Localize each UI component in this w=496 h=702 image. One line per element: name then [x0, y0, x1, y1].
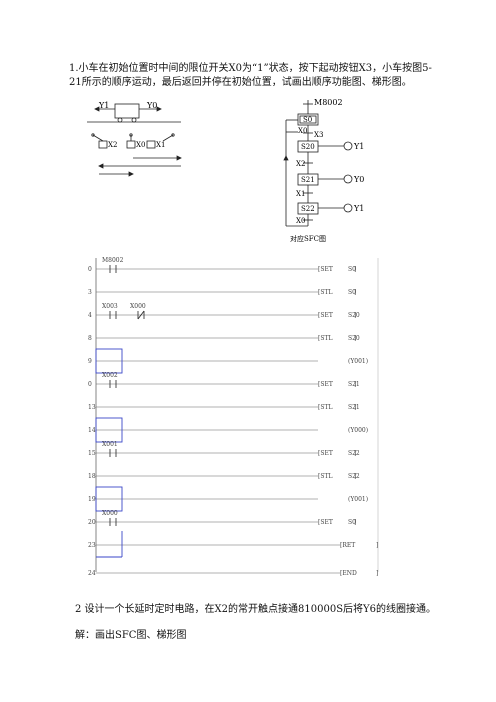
ladder-step-number: 15 [88, 450, 96, 457]
selected-rung-box [95, 417, 123, 443]
sfc-t-x2: X2 [296, 160, 305, 168]
cart-body [114, 103, 140, 119]
ladder-step-number: 8 [88, 335, 92, 342]
instruction-arg: S20 [348, 312, 360, 319]
instruction-arg: S22 [348, 473, 360, 480]
instruction-close: ] [354, 289, 356, 296]
ladder-step-number: 3 [88, 289, 92, 296]
instruction-close: ] [354, 266, 356, 273]
selected-rung-box [95, 486, 123, 512]
instruction-close: ] [354, 473, 356, 480]
instruction-op: [STL [318, 473, 332, 480]
sfc-caption: 对应SFC图 [290, 234, 326, 243]
sfc-t-x3: X3 [314, 131, 323, 139]
instruction-op: [STL [318, 289, 332, 296]
instruction-close: ] [354, 519, 356, 526]
instruction-op: [SET [318, 381, 333, 388]
instruction-close: ] [354, 404, 356, 411]
instruction-arg: S21 [348, 404, 360, 411]
instruction-arg: S20 [348, 335, 360, 342]
contact2-label: X000 [130, 303, 146, 310]
ladder-step-number: 20 [88, 519, 96, 526]
sfc-out-s21: Y0 [353, 175, 364, 184]
instruction-op: [RET [340, 542, 355, 549]
instruction-op: [STL [318, 404, 332, 411]
instruction-op: [SET [318, 519, 333, 526]
instruction-close: ] [354, 335, 356, 342]
cart-x1-label: X1 [156, 141, 165, 149]
ladder-step-number: 19 [88, 496, 96, 503]
selected-rung-box [95, 348, 123, 374]
contact2-slash [137, 310, 145, 320]
instruction-arg: S21 [348, 381, 360, 388]
instruction-close: ] [376, 570, 378, 576]
contact-label: X003 [102, 303, 118, 310]
contact-label: M8002 [102, 257, 124, 264]
instruction-arg: S0 [348, 289, 356, 296]
sfc-t-x0-bottom: X0 [296, 217, 305, 225]
ladder-step-number: 4 [88, 312, 92, 319]
problem-1-text: 1.小车在初始位置时中间的限位开关X0为“1”状态，按下起动按钮X3，小车按图5… [69, 63, 432, 88]
sfc-out-s22: Y1 [353, 204, 364, 213]
ladder-step-number: 9 [88, 358, 92, 365]
instruction-close: ] [354, 381, 356, 388]
instruction-arg: S0 [348, 266, 356, 273]
instruction-arg: S0 [348, 519, 356, 526]
cart-x2-label: X2 [108, 141, 117, 149]
sfc-out-s20: Y1 [353, 142, 364, 151]
coil-label: (Y001) [348, 358, 368, 365]
problem-2-text: 2 设计一个长延时定时电路，在X2的常开触点接通810000S后将Y6的线圈接通… [75, 604, 437, 615]
instruction-arg: S22 [348, 450, 360, 457]
cart-y1-label: Y1 [98, 101, 109, 110]
sfc-s21-label: S21 [301, 176, 315, 184]
answer-line: 解：画出SFC图、梯形图 [75, 630, 187, 641]
instruction-op: [END [340, 570, 357, 576]
cart-y0-label: Y0 [146, 101, 157, 110]
ladder-step-number: 23 [88, 542, 96, 549]
cart-x0-label: X0 [136, 141, 145, 149]
ladder-step-number: 14 [88, 427, 96, 434]
ladder-step-number: 24 [88, 570, 96, 576]
cart-diagram: Y1 Y0 X2 X0 X1 [87, 101, 182, 177]
ladder-step-number: 18 [88, 473, 96, 480]
sfc-s20-label: S20 [301, 143, 315, 151]
instruction-op: [SET [318, 450, 333, 457]
coil-label: (Y001) [348, 496, 368, 503]
sfc-s22-label: S22 [301, 205, 315, 213]
ladder-step-number: 0 [88, 266, 92, 273]
coil-label: (Y000) [348, 427, 368, 434]
contact-label: X002 [102, 372, 118, 379]
sfc-init-label: M8002 [314, 98, 343, 107]
ladder-step-number: 13 [88, 404, 96, 411]
instruction-op: [SET [318, 312, 333, 319]
ladder-step-number: 0 [88, 381, 92, 388]
instruction-close: ] [354, 312, 356, 319]
contact-label: X000 [102, 510, 118, 517]
sfc-diagram: M8002 S0 X0 X3 S20 Y1 X2 S21 Y0 X1 S22 Y… [283, 98, 364, 243]
instruction-close: ] [376, 542, 378, 549]
instruction-op: [STL [318, 335, 332, 342]
sfc-s0-label: S0 [303, 116, 312, 124]
sfc-t-x1: X1 [296, 190, 305, 198]
sfc-t-x0-top: X0 [298, 127, 307, 135]
instruction-op: [SET [318, 266, 333, 273]
instruction-close: ] [354, 450, 356, 457]
contact-label: X001 [102, 441, 118, 448]
